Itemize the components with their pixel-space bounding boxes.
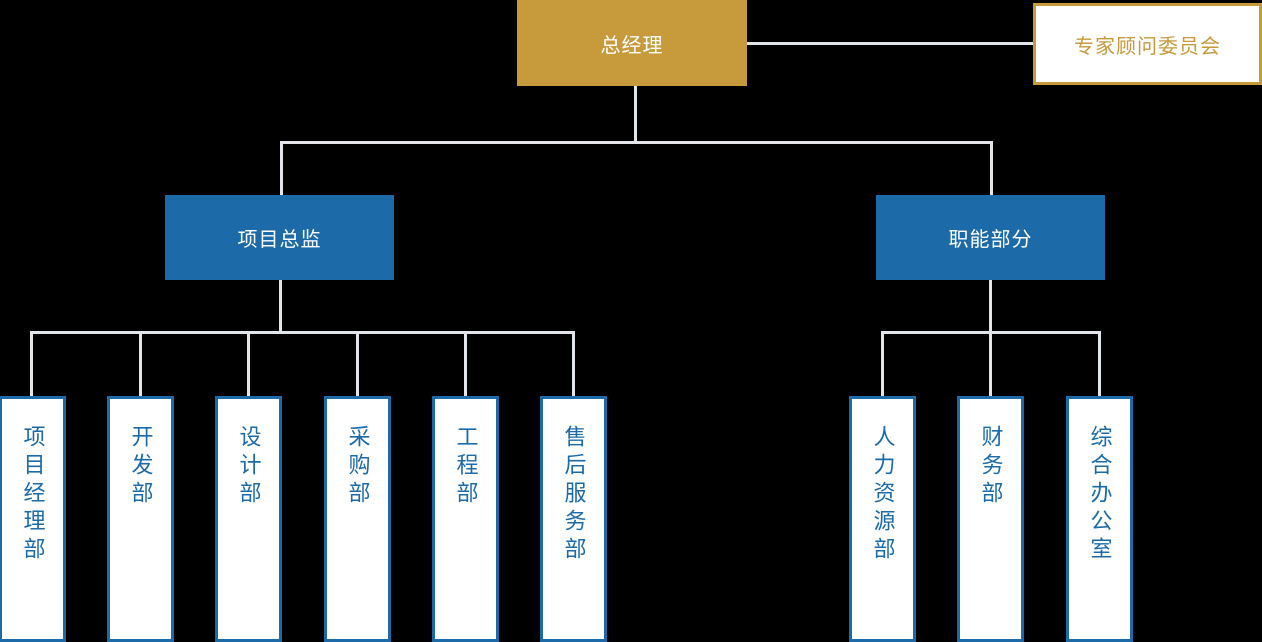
node-label: 开发部 — [128, 425, 154, 509]
node-label: 设计部 — [236, 425, 262, 509]
node-procurement-dept[interactable]: 采购部 — [324, 396, 391, 642]
node-label: 财务部 — [978, 425, 1004, 509]
connector-drop-project-3 — [247, 331, 250, 397]
node-label: 采购部 — [345, 425, 371, 509]
node-project-management-dept[interactable]: 项目经理部 — [0, 396, 66, 642]
node-development-dept[interactable]: 开发部 — [107, 396, 174, 642]
node-label: 综合办公室 — [1087, 425, 1113, 565]
connector-drop-project-1 — [30, 331, 33, 397]
connector-drop-project-5 — [464, 331, 467, 397]
node-general-office[interactable]: 综合办公室 — [1066, 396, 1133, 642]
connector-to-project-director — [280, 141, 283, 195]
node-project-director[interactable]: 项目总监 — [165, 195, 394, 280]
connector-drop-project-6 — [572, 331, 575, 397]
node-finance-dept[interactable]: 财务部 — [957, 396, 1024, 642]
node-expert-advisory-committee[interactable]: 专家顾问委员会 — [1033, 3, 1262, 85]
connector-to-functional — [990, 141, 993, 195]
connector-gm-down — [634, 86, 637, 144]
connector-project-dept-bus — [30, 331, 575, 334]
node-general-manager[interactable]: 总经理 — [517, 0, 747, 86]
node-label: 售后服务部 — [561, 425, 587, 565]
connector-drop-project-2 — [139, 331, 142, 397]
connector-drop-project-4 — [356, 331, 359, 397]
connector-level2-bus — [280, 141, 993, 144]
connector-drop-functional-3 — [1098, 331, 1101, 397]
node-functional-division[interactable]: 职能部分 — [876, 195, 1105, 280]
node-label: 项目经理部 — [20, 425, 46, 565]
connector-drop-functional-2 — [989, 331, 992, 397]
connector-functional-down — [989, 280, 992, 333]
node-human-resources-dept[interactable]: 人力资源部 — [849, 396, 916, 642]
node-engineering-dept[interactable]: 工程部 — [432, 396, 499, 642]
node-label: 人力资源部 — [870, 425, 896, 565]
node-design-dept[interactable]: 设计部 — [215, 396, 282, 642]
node-after-sales-service-dept[interactable]: 售后服务部 — [540, 396, 607, 642]
connector-gm-to-advisory — [747, 42, 1033, 45]
connector-project-director-down — [279, 280, 282, 333]
node-label: 工程部 — [453, 425, 479, 509]
connector-drop-functional-1 — [881, 331, 884, 397]
